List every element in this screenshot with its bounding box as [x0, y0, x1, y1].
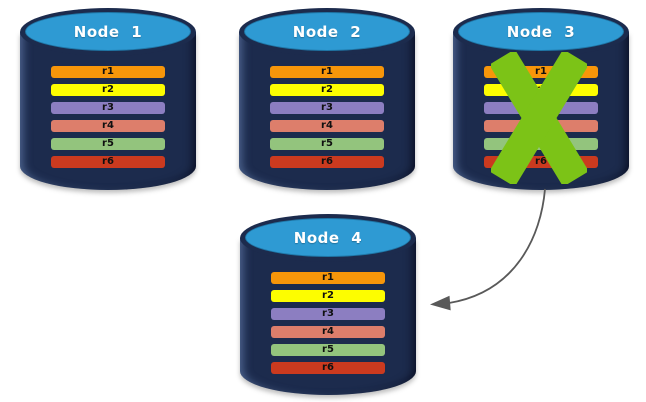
node-2-cylinder-top-face: Node 2: [244, 12, 410, 51]
replica-label: r1: [102, 66, 114, 77]
replica-bar-r3: r3: [270, 102, 384, 114]
replica-label: r2: [102, 84, 114, 95]
replica-bar-r5: r5: [271, 344, 385, 356]
replica-label: r4: [321, 120, 333, 131]
replica-label: r3: [322, 308, 334, 319]
replica-bar-r5: r5: [51, 138, 165, 150]
node-1-title: Node 1: [73, 22, 143, 41]
replica-label: r3: [102, 102, 114, 113]
replica-bar-r4: r4: [270, 120, 384, 132]
replica-bar-r6: r6: [51, 156, 165, 168]
node-4-replica-list: r1 r2 r3 r4 r5 r6: [271, 272, 385, 374]
node-2-cylinder-top: Node 2: [239, 8, 415, 56]
replica-label: r2: [322, 290, 334, 301]
replica-bar-r1: r1: [51, 66, 165, 78]
node-3-cylinder-top: Node 3: [453, 8, 629, 56]
replica-label: r5: [322, 344, 334, 355]
x-mark-icon: [491, 52, 587, 184]
replica-bar-r4: r4: [51, 120, 165, 132]
replica-label: r6: [102, 156, 114, 167]
replica-label: r1: [321, 66, 333, 77]
replica-bar-r5: r5: [270, 138, 384, 150]
replica-label: r3: [321, 102, 333, 113]
replica-label: r6: [321, 156, 333, 167]
replica-bar-r2: r2: [51, 84, 165, 96]
replica-label: r4: [102, 120, 114, 131]
replica-bar-r2: r2: [271, 290, 385, 302]
replica-label: r1: [322, 272, 334, 283]
node-2-replica-list: r1 r2 r3 r4 r5 r6: [270, 66, 384, 168]
node-3-title: Node 3: [506, 22, 576, 41]
replica-label: r6: [535, 156, 547, 167]
replica-bar-r3: r3: [271, 308, 385, 320]
node-4: Node 4 r1 r2 r3 r4 r5 r6: [240, 214, 416, 395]
node-2-title: Node 2: [292, 22, 362, 41]
replica-label: r5: [102, 138, 114, 149]
replica-bar-r4: r4: [271, 326, 385, 338]
node-4-title: Node 4: [293, 228, 363, 247]
node-1-replica-list: r1 r2 r3 r4 r5 r6: [51, 66, 165, 168]
replica-label: r5: [321, 138, 333, 149]
replica-bar-r1: r1: [270, 66, 384, 78]
node-4-cylinder-top: Node 4: [240, 214, 416, 262]
replica-label: r2: [321, 84, 333, 95]
node-3: Node 3 r1 r2 r3 r4 r5 r6: [453, 8, 629, 190]
replica-label: r6: [322, 362, 334, 373]
replica-bar-r6: r6: [270, 156, 384, 168]
node-2: Node 2 r1 r2 r3 r4 r5 r6: [239, 8, 415, 190]
node-1-cylinder-top-face: Node 1: [25, 12, 191, 51]
node-4-cylinder-top-face: Node 4: [245, 218, 411, 257]
replica-bar-r1: r1: [271, 272, 385, 284]
node-1: Node 1 r1 r2 r3 r4 r5 r6: [20, 8, 196, 190]
replica-bar-r6: r6: [271, 362, 385, 374]
node-3-cylinder-top-face: Node 3: [458, 12, 624, 51]
replica-label: r1: [535, 66, 547, 77]
replica-bar-r3: r3: [51, 102, 165, 114]
node-1-cylinder-top: Node 1: [20, 8, 196, 56]
replica-bar-r2: r2: [270, 84, 384, 96]
replica-label: r4: [322, 326, 334, 337]
